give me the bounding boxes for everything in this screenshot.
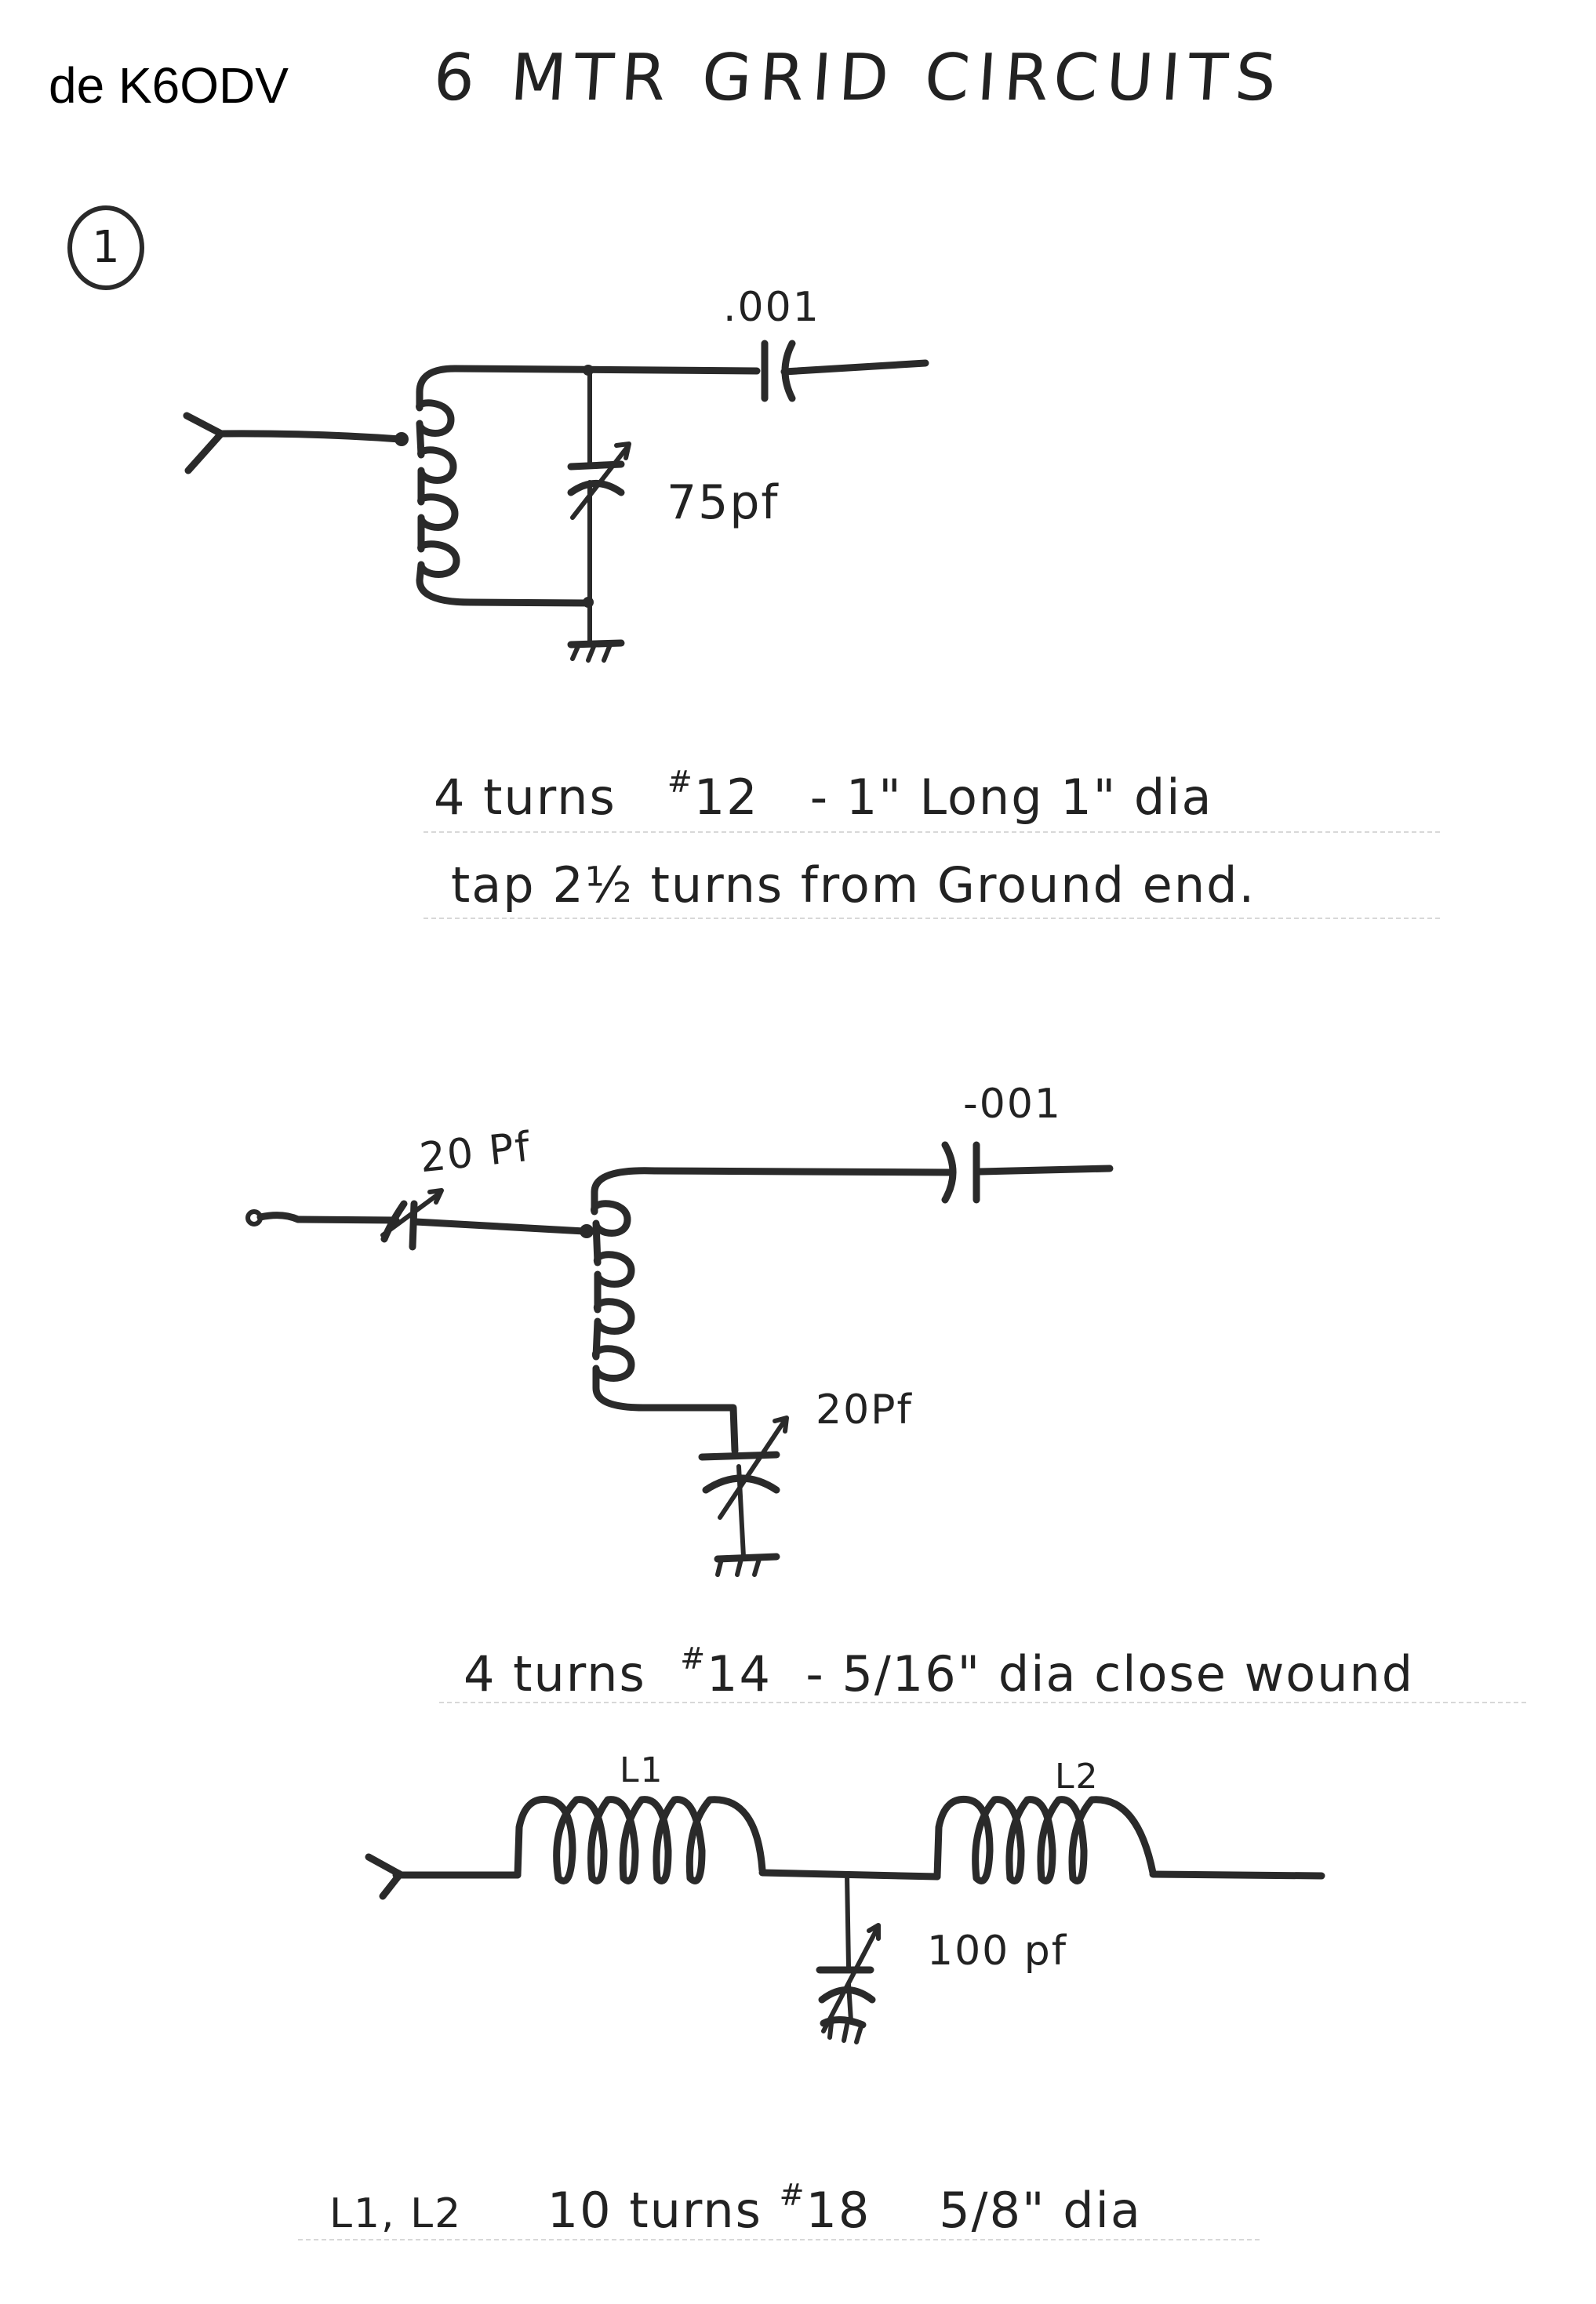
wire-gauge: 18 [805, 2182, 871, 2239]
coupling-cap-label: -001 [963, 1081, 1063, 1128]
coil-note-prefix: 4 turns [434, 769, 616, 826]
circuit-1 [183, 340, 929, 663]
circuit-2 [245, 1141, 1114, 1577]
inductor-l2-label: L2 [1055, 1757, 1100, 1797]
coil-note-1-line2: tap 2½ turns from Ground end. [451, 856, 1256, 914]
top-wire [451, 365, 761, 375]
top-wire [651, 1167, 953, 1176]
tap-wire [412, 1218, 588, 1235]
section-number: 1 [92, 222, 120, 273]
coil-note-suffix: - 5/16" dia close wound [805, 1645, 1415, 1703]
inductor-l1-icon [514, 1795, 766, 1884]
tuning-cap-label: 20Pf [816, 1386, 913, 1434]
ground-symbol-icon [820, 2016, 867, 2044]
wire-symbol: # [667, 765, 694, 799]
cap-lead [845, 1872, 851, 1969]
ground-symbol-icon [567, 639, 625, 663]
ruled-line [298, 2239, 1263, 2240]
inductor-l1-label: L1 [620, 1750, 664, 1790]
tap-junction [394, 432, 409, 446]
cap-lead [846, 1982, 853, 2023]
coil-note-2: 4 turns #14 - 5/16" dia close wound [464, 1641, 1415, 1703]
output-wire [780, 359, 929, 376]
variable-capacitor-icon [567, 442, 631, 520]
output-wire [976, 1165, 1114, 1176]
tuning-cap-label: 75pf [667, 475, 780, 530]
ruled-line [424, 831, 1443, 833]
input-wire [217, 430, 404, 443]
ruled-line [424, 918, 1443, 919]
variable-capacitor-icon [698, 1415, 789, 1520]
circuit-3 [365, 1795, 1325, 2044]
mid-wire [758, 1869, 941, 1881]
shunt-cap-label: 100 pf [927, 1928, 1068, 1975]
coupling-cap-label: .001 [723, 284, 820, 331]
inductor-coil-icon [591, 1167, 739, 1455]
fixed-capacitor-icon [941, 1141, 980, 1204]
cap-lead [736, 1464, 746, 1559]
coil-note-1-line1: 4 turns #12 - 1" Long 1" dia [434, 765, 1213, 826]
output-wire [1149, 1870, 1325, 1880]
input-arrow-icon [183, 412, 225, 474]
variable-capacitor-icon [380, 1188, 444, 1251]
inductor-coil-icon [416, 365, 592, 607]
coil-note-3: L1, L2 10 turns #18 5/8" dia [329, 2178, 1142, 2239]
coil-note-suffix: 5/8" dia [939, 2182, 1142, 2239]
input-wire [256, 1212, 400, 1224]
wire-symbol: # [680, 1641, 707, 1676]
coil-note-prefix: L1, L2 [329, 2190, 463, 2237]
coil-note-turns: 10 turns [547, 2182, 762, 2239]
ruled-line [439, 1702, 1529, 1703]
wire-symbol: # [779, 2178, 806, 2212]
inductor-l2-icon [933, 1795, 1157, 1884]
coil-note-prefix: 4 turns [464, 1645, 646, 1703]
ground-symbol-icon [714, 1553, 780, 1577]
wire-gauge: 14 [707, 1645, 772, 1703]
coil-note-suffix: - 1" Long 1" dia [809, 769, 1213, 826]
section-marker: 1 [67, 205, 144, 290]
tap-junction [580, 1224, 594, 1238]
callsign: de K6ODV [49, 57, 289, 114]
wire-gauge: 12 [693, 769, 759, 826]
